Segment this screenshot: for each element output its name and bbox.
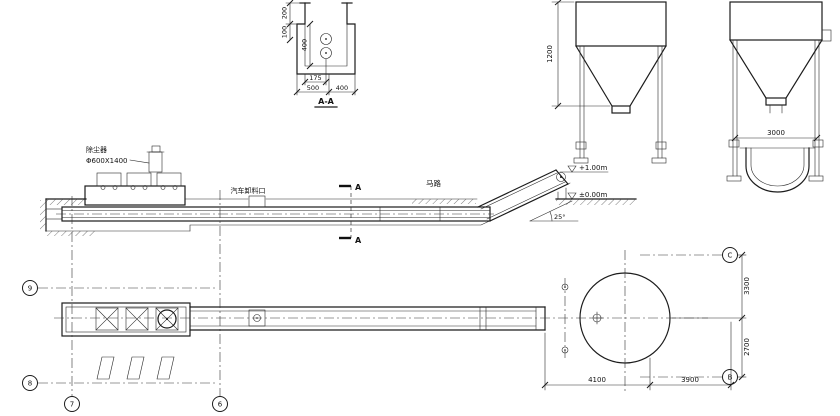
level-zero-label: ±0.00m bbox=[579, 191, 607, 199]
section-title: A-A bbox=[318, 97, 335, 106]
dust-collector-label: 除尘器 bbox=[86, 145, 107, 154]
axis-bubble-bottom-right: 6 bbox=[212, 396, 228, 412]
silo2-legs bbox=[732, 39, 820, 177]
pit-hatch bbox=[126, 356, 145, 380]
level-symbol bbox=[567, 165, 577, 173]
grate-car bbox=[96, 172, 122, 190]
road-label: 马路 bbox=[426, 178, 441, 188]
section-detail-aa: 200 100 400 175 500 400 A-A bbox=[281, 0, 359, 108]
grate-plan bbox=[125, 307, 149, 331]
section-mark-top-label: A bbox=[355, 183, 362, 192]
bolt-hole bbox=[320, 33, 332, 45]
dim-4100-label: 4100 bbox=[588, 376, 606, 384]
pit-hatch bbox=[96, 356, 115, 380]
dim-100-label: 100 bbox=[281, 26, 289, 38]
pit-hatch bbox=[156, 356, 175, 380]
silo-left-elevation: 1200 bbox=[546, 0, 667, 164]
dim-500-label: 500 bbox=[307, 84, 319, 92]
level-symbol bbox=[567, 192, 577, 200]
silo1-legs bbox=[579, 45, 663, 159]
dim-3900-label: 3900 bbox=[681, 376, 699, 384]
axis-bubble-left-bottom: 8 bbox=[22, 375, 38, 391]
bolt-hole bbox=[320, 47, 332, 59]
truck-unload-port bbox=[248, 195, 266, 208]
grid-axes: 9 8 7 6 C B bbox=[22, 190, 738, 412]
silo1-outlet bbox=[611, 105, 631, 114]
axis-bubble-left-top: 9 bbox=[22, 280, 38, 296]
silo1-height-dim: 1200 bbox=[546, 45, 554, 63]
dim-400-bottom-label: 400 bbox=[336, 84, 348, 92]
incline-angle-label: 25° bbox=[554, 213, 566, 221]
silo-right-elevation: 3000 bbox=[726, 1, 832, 193]
axis-bubble-bottom-left: 7 bbox=[64, 396, 80, 412]
silo2-span-dim: 3000 bbox=[767, 129, 785, 137]
truck-unload-port-label: 汽车卸料口 bbox=[231, 186, 266, 195]
axis-label: C bbox=[728, 252, 733, 260]
dust-collector-spec-label: Φ600X1400 bbox=[86, 157, 127, 165]
axis-bubble-right-bottom: B bbox=[722, 369, 738, 385]
boot-trough bbox=[745, 147, 810, 193]
silo2-wall-bracket bbox=[821, 29, 832, 42]
silo2-outlet bbox=[765, 97, 787, 106]
axis-bubble-right-top: C bbox=[722, 247, 738, 263]
conveyor-elevation-view: 除尘器 Φ600X1400 汽车卸料口 A A 马路 +1.00m ±0.00m bbox=[40, 145, 637, 245]
dim-400-side-label: 400 bbox=[301, 39, 309, 51]
axis-label: 8 bbox=[28, 380, 32, 388]
axis-label: B bbox=[728, 374, 733, 382]
axis-label: 6 bbox=[218, 401, 223, 409]
dim-175-label: 175 bbox=[309, 74, 321, 82]
grate-plan bbox=[95, 307, 119, 331]
level-top-label: +1.00m bbox=[579, 164, 607, 172]
dim-2700-label: 2700 bbox=[743, 338, 751, 356]
conveyor-plan-view: 4100 3900 3300 2700 bbox=[54, 250, 751, 392]
section-mark-bottom-label: A bbox=[355, 236, 362, 245]
dim-200-label: 200 bbox=[281, 7, 289, 19]
dust-collector bbox=[146, 145, 165, 173]
head-pulley bbox=[556, 172, 566, 182]
axis-label: 7 bbox=[70, 401, 74, 409]
dim-3300-label: 3300 bbox=[743, 277, 751, 295]
grate-car bbox=[126, 172, 152, 190]
hopper-box-plan bbox=[61, 302, 191, 337]
grate-car bbox=[156, 172, 182, 190]
axis-label: 9 bbox=[28, 285, 32, 293]
dust-collector-plan bbox=[157, 309, 177, 329]
